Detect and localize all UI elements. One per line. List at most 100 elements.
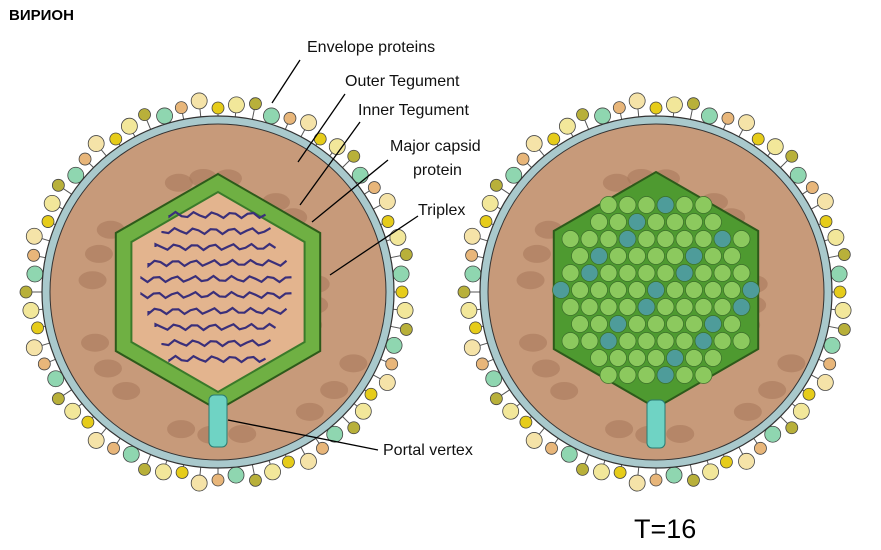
envelope-protein <box>81 415 95 429</box>
capsomer <box>704 213 722 231</box>
tegument-blob <box>167 420 196 439</box>
envelope-protein <box>505 166 523 184</box>
capsomer <box>713 298 732 316</box>
capsomer <box>552 281 570 299</box>
virion-capsid-view <box>457 92 852 492</box>
capsomer <box>656 230 675 248</box>
label-major-capsid-protein: protein <box>413 162 462 179</box>
capsomer <box>628 349 646 367</box>
capsomer <box>599 230 618 248</box>
tegument-blob <box>602 173 631 192</box>
envelope-protein <box>385 337 403 354</box>
tegument-blob <box>228 424 257 443</box>
label-outer-tegument: Outer Tegument <box>345 73 460 90</box>
envelope-protein <box>475 357 489 371</box>
capsomer <box>590 349 608 367</box>
leader-major-capsid <box>311 159 389 223</box>
tegument-blob <box>758 381 787 400</box>
capsid-interior <box>130 190 306 394</box>
envelope-protein <box>227 466 245 484</box>
triangulation-number: T=16 <box>634 514 697 544</box>
capsomer <box>704 281 722 299</box>
capsomer <box>647 281 665 299</box>
envelope-protein <box>816 374 834 391</box>
capsomer <box>713 264 732 282</box>
tegument-blob <box>777 354 806 373</box>
envelope-protein <box>22 302 40 319</box>
envelope-protein <box>547 132 561 146</box>
capsomer <box>561 332 580 350</box>
envelope-protein <box>67 166 85 184</box>
envelope-protein <box>347 149 361 163</box>
tegument-blob <box>93 359 122 378</box>
capsomer <box>713 332 732 350</box>
envelope-protein <box>211 101 225 115</box>
envelope-protein <box>613 466 627 479</box>
envelope-protein <box>687 97 700 111</box>
envelope-protein <box>525 135 543 152</box>
capsomer <box>694 298 713 316</box>
envelope-protein <box>399 248 413 261</box>
tegument-blob <box>295 402 324 421</box>
tegument-blob <box>112 381 141 400</box>
envelope-protein <box>545 441 558 455</box>
envelope-protein <box>109 132 123 146</box>
capsomer <box>647 247 665 265</box>
capsomer <box>656 264 675 282</box>
envelope-protein <box>766 138 784 156</box>
envelope-protein <box>64 402 82 420</box>
envelope-protein <box>41 215 55 228</box>
capsomer <box>590 247 608 265</box>
envelope-protein <box>328 138 346 156</box>
capsomer <box>609 349 627 367</box>
envelope-protein <box>785 149 799 163</box>
envelope-protein <box>702 463 719 481</box>
capsomer <box>666 349 684 367</box>
envelope-protein <box>665 466 683 484</box>
capsomer <box>561 264 580 282</box>
capsomer <box>656 332 675 350</box>
capsomer <box>637 366 656 384</box>
envelope-protein <box>174 101 188 115</box>
envelope-protein <box>190 92 208 110</box>
capsomer <box>694 230 713 248</box>
envelope-protein <box>792 402 810 420</box>
capsomer <box>675 366 694 384</box>
tegument-blob <box>531 359 560 378</box>
dna-strand <box>161 226 272 236</box>
dna-strand <box>147 258 288 269</box>
envelope-protein <box>364 387 378 401</box>
capsomer <box>666 315 684 333</box>
envelope-protein <box>51 392 65 406</box>
envelope-protein <box>228 96 245 114</box>
envelope-protein <box>155 463 172 481</box>
capsomer <box>618 196 637 214</box>
envelope-protein <box>249 97 262 111</box>
capsomer <box>685 315 703 333</box>
capsomer <box>599 366 618 384</box>
capsomer <box>628 281 646 299</box>
capsomer <box>723 281 741 299</box>
capsomer <box>580 264 599 282</box>
capsomer <box>609 213 627 231</box>
envelope-protein <box>463 227 481 245</box>
envelope-protein <box>175 466 189 479</box>
envelope-protein <box>396 302 414 319</box>
envelope-protein <box>156 107 173 125</box>
envelope-protein <box>628 474 646 492</box>
tegument-blob <box>78 271 107 290</box>
capsomer <box>637 196 656 214</box>
capsomer <box>732 264 751 282</box>
capsomer <box>647 315 665 333</box>
envelope-protein <box>300 452 317 470</box>
tegument-blob <box>550 381 579 400</box>
envelope-protein <box>378 193 396 210</box>
envelope-protein <box>754 441 767 455</box>
label-major-capsid: Major capsid <box>390 138 481 155</box>
diagram-title: ВИРИОН <box>9 7 74 24</box>
envelope-protein <box>316 441 329 455</box>
envelope-protein <box>378 374 396 391</box>
capsomer <box>561 298 580 316</box>
envelope-protein <box>138 108 151 122</box>
